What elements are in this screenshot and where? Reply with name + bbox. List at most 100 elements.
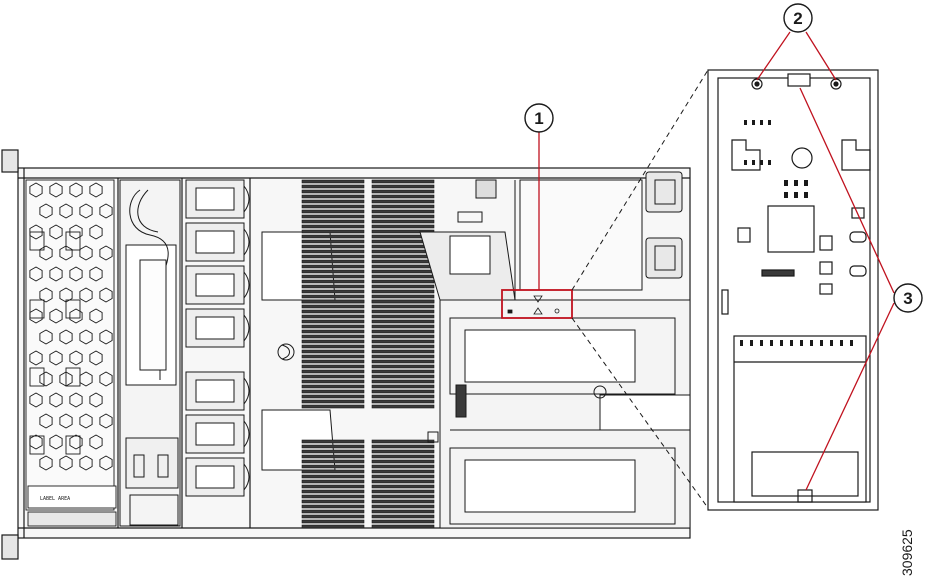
dimm-slot [301, 264, 365, 269]
dimm-slot [371, 184, 435, 189]
dimm-slot [301, 329, 365, 334]
grille-hole [39, 203, 53, 219]
dimm-slot [301, 219, 365, 224]
dimm-slot [301, 349, 365, 354]
dimm-slot [371, 194, 435, 199]
dimm-slot [301, 274, 365, 279]
dimm-slot [301, 209, 365, 214]
grille-hole [59, 413, 73, 429]
pin [740, 340, 743, 346]
dimm-slot [371, 364, 435, 369]
dimm-slot [301, 504, 365, 509]
grille-hole [79, 455, 93, 471]
pin [840, 340, 843, 346]
dimm-slot [301, 439, 365, 444]
dimm-slot [371, 514, 435, 519]
dimm-slot [371, 304, 435, 309]
dimm-slot [301, 459, 365, 464]
grille-hole [89, 392, 103, 408]
pin [850, 340, 853, 346]
dimm-slot [371, 394, 435, 399]
pin [790, 340, 793, 346]
dimm-slot [301, 379, 365, 384]
dimm-slot [301, 339, 365, 344]
dimm-slot [301, 509, 365, 514]
grille-hole [39, 413, 53, 429]
dimm-slot [371, 219, 435, 224]
dimm-slot [301, 449, 365, 454]
fan-latch [243, 377, 250, 405]
smd [768, 120, 771, 125]
grille-hole [59, 203, 73, 219]
dimm-slot [371, 279, 435, 284]
callout-1-label: 1 [534, 109, 543, 128]
smd [794, 192, 798, 198]
dimm-slot [371, 264, 435, 269]
dimm-slot [301, 489, 365, 494]
zoomed-panel-dots [740, 120, 853, 346]
grille-hole [29, 182, 43, 198]
grille-hole [69, 308, 83, 324]
dimm-slot [371, 324, 435, 329]
dimm-slot [371, 309, 435, 314]
grille-hole [49, 434, 63, 450]
smd [760, 120, 763, 125]
dimm-slot [371, 269, 435, 274]
grille-hole [89, 434, 103, 450]
dimm-slot [301, 399, 365, 404]
dimm-slot [371, 519, 435, 524]
pin [800, 340, 803, 346]
callout-2: 2 [783, 3, 813, 33]
dimm-slot [301, 324, 365, 329]
dimm-slot [301, 314, 365, 319]
dimm-slot [371, 359, 435, 364]
dimm-slot [301, 294, 365, 299]
dimm-slot [301, 334, 365, 339]
grille-hole [89, 266, 103, 282]
dimm-slot [301, 289, 365, 294]
dimm-slot [371, 199, 435, 204]
dimm-slot [301, 389, 365, 394]
pin [830, 340, 833, 346]
grille-hole [79, 203, 93, 219]
dimm-slot [301, 259, 365, 264]
grille-hole [59, 245, 73, 261]
dimm-slot [371, 449, 435, 454]
grille-hole [69, 350, 83, 366]
dimm-slot [371, 399, 435, 404]
grille-hole [39, 455, 53, 471]
grille-hole [29, 350, 43, 366]
grille-hole [29, 392, 43, 408]
dimm-slot [301, 519, 365, 524]
highlight-markers [507, 295, 560, 315]
callout-1: 1 [524, 103, 554, 133]
grille-hole [69, 266, 83, 282]
grille-hole [49, 350, 63, 366]
dimm-slot [371, 204, 435, 209]
smd [768, 160, 771, 165]
dimm-slot [371, 209, 435, 214]
dimm-slot [301, 204, 365, 209]
front-drive-bay: LABEL AREA [25, 179, 117, 527]
dimm-banks [301, 179, 435, 529]
grille-hole [89, 308, 103, 324]
figure-id: 309625 [899, 529, 915, 576]
highlight-box [501, 289, 573, 319]
dimm-slot [301, 194, 365, 199]
dimm-slot [371, 329, 435, 334]
dimm-slot [371, 479, 435, 484]
callout-2-label: 2 [793, 9, 802, 28]
pin [750, 340, 753, 346]
dimm-slot [371, 259, 435, 264]
callout-3: 3 [893, 283, 923, 313]
dimm-slot [371, 334, 435, 339]
dimm-slot [301, 319, 365, 324]
power-cable-area [119, 179, 181, 527]
dimm-slot [371, 339, 435, 344]
dimm-slot [301, 499, 365, 504]
grille-hole [39, 287, 53, 303]
dimm-slot [371, 314, 435, 319]
fan-rotor [195, 230, 235, 254]
grille-hole [29, 266, 43, 282]
